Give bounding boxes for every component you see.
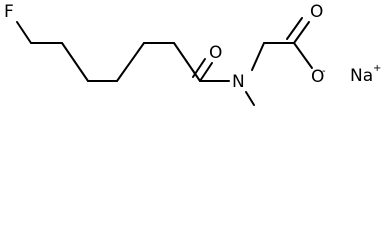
structural-formula: F O N O O - Na + (4, 2, 381, 106)
carbonyl-oxygen-label: O (209, 43, 222, 63)
bond-n-methyl (245, 91, 255, 106)
bond-c-o-double-a (293, 21, 310, 44)
bond-c6-c7 (173, 42, 201, 82)
carboxylate-double-oxygen-label: O (310, 2, 323, 22)
nitrogen-label: N (232, 72, 245, 92)
carboxylate-group (263, 17, 313, 69)
bond-c7-o-double-b (192, 58, 206, 78)
bond-c7-o-double-a (199, 62, 213, 82)
carboxylate-single-oxygen-label: O (311, 67, 324, 87)
amide-group (192, 42, 265, 106)
bond-c-o-single (293, 42, 313, 69)
bond-c2-c3 (61, 42, 89, 82)
sodium-charge-label: + (373, 63, 381, 74)
bond-c4-c5 (116, 42, 145, 82)
alkyl-chain (16, 21, 201, 82)
sodium-label: Na (350, 66, 373, 86)
bond-f-c1 (16, 21, 32, 44)
bond-n-ch2 (251, 42, 265, 71)
fluorine-label: F (4, 2, 14, 22)
carboxylate-charge-label: - (322, 66, 326, 77)
bond-c-o-double-b (286, 17, 303, 40)
